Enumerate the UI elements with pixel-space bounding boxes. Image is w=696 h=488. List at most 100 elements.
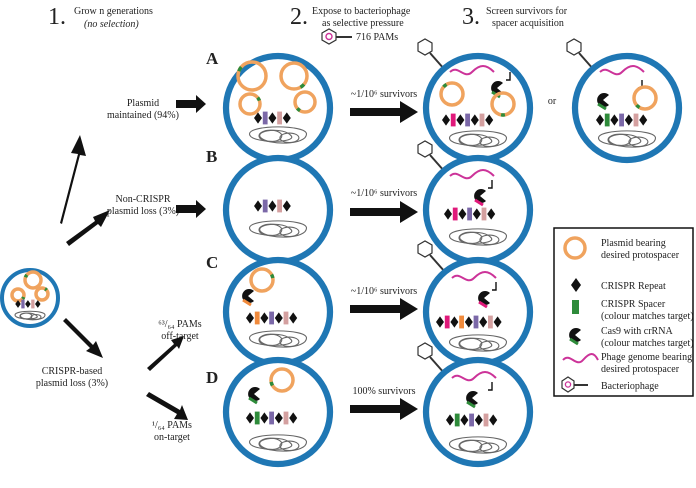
crispr-repeat bbox=[639, 114, 648, 126]
crispr-repeat bbox=[444, 208, 452, 220]
crispr-repeat bbox=[479, 316, 488, 328]
protospacer bbox=[269, 381, 275, 387]
crispr-repeat bbox=[260, 312, 269, 324]
chromosome-loop bbox=[458, 231, 483, 245]
crispr-loss-line1: CRISPR-based bbox=[42, 366, 103, 377]
crispr-repeat bbox=[456, 114, 465, 126]
rowD-survivor-arrow bbox=[350, 398, 418, 420]
step-2-number: 2. bbox=[290, 4, 308, 30]
cell-membrane bbox=[0, 268, 60, 328]
crispr-repeat bbox=[485, 114, 494, 126]
cleavage-mark bbox=[488, 180, 493, 189]
phage-genome bbox=[451, 371, 497, 382]
crrna bbox=[242, 298, 252, 307]
crispr-repeat bbox=[610, 114, 619, 126]
chromosome-loop bbox=[458, 337, 483, 351]
legend-spacer-icon bbox=[572, 300, 579, 314]
chromosome-loop bbox=[279, 440, 300, 452]
crispr-spacer bbox=[604, 113, 610, 127]
cas9-protein bbox=[474, 189, 486, 203]
cleavage-mark bbox=[488, 382, 493, 391]
rowB-label: B bbox=[206, 147, 217, 166]
rowB-result-cell bbox=[417, 140, 534, 266]
rowD-frac-line1: ¹/₆₄ PAMs bbox=[152, 420, 192, 431]
cleavage-mark bbox=[506, 72, 511, 81]
step-1-line1: Grow n generations bbox=[74, 6, 153, 17]
bacteriophage-head bbox=[566, 38, 582, 56]
step-3-number: 3. bbox=[462, 4, 480, 30]
crispr-spacer bbox=[444, 315, 450, 329]
crispr-spacer bbox=[473, 315, 479, 329]
cleavage-mark bbox=[492, 282, 497, 291]
crispr-spacer bbox=[277, 199, 282, 213]
cell-membrane bbox=[222, 356, 334, 468]
chromosome-loop bbox=[19, 312, 33, 320]
rowA-survivors: ~1/10⁶ survivors bbox=[351, 89, 418, 100]
crispr-repeat bbox=[246, 312, 254, 324]
crispr-spacer bbox=[269, 411, 274, 425]
rowA-result-cell-1 bbox=[417, 38, 534, 164]
arrow-to-crispr-loss bbox=[63, 318, 103, 358]
crispr-repeat bbox=[289, 412, 298, 424]
crispr-spacer bbox=[269, 311, 274, 325]
crispr-spacer bbox=[467, 207, 472, 221]
crispr-repeat bbox=[35, 300, 41, 308]
step-3-line2: spacer acquisition bbox=[492, 18, 564, 29]
chromosome-loop bbox=[279, 132, 300, 144]
protospacer bbox=[256, 96, 262, 102]
bacteriophage-head bbox=[417, 342, 433, 360]
arrow-into-C bbox=[147, 336, 184, 371]
plasmid bbox=[238, 92, 262, 116]
legend-plasmid-line1: Plasmid bearing bbox=[601, 238, 666, 249]
crispr-spacer bbox=[469, 413, 474, 427]
legend-plasmid-icon bbox=[563, 236, 587, 260]
crispr-repeat bbox=[254, 112, 262, 124]
crispr-spacer bbox=[479, 113, 485, 127]
plasmid bbox=[269, 367, 295, 393]
plasmid bbox=[34, 286, 50, 302]
step-2-pams: 716 PAMs bbox=[356, 32, 398, 43]
step-1-header: 1. Grow n generations (no selection) bbox=[48, 4, 153, 30]
step-2-header: 2. Expose to bacteriophage as selective … bbox=[290, 4, 411, 45]
crispr-spacer bbox=[483, 413, 489, 427]
crispr-repeat bbox=[474, 414, 483, 426]
rowA-label: A bbox=[206, 49, 219, 68]
row-entry-arrows bbox=[146, 95, 206, 420]
plasmid bbox=[439, 81, 465, 107]
crispr-repeat bbox=[442, 114, 450, 126]
crispr-spacer bbox=[488, 315, 493, 329]
protospacer bbox=[269, 273, 275, 279]
crispr-spacer bbox=[277, 111, 282, 125]
crispr-repeat bbox=[274, 412, 283, 424]
legend-plasmid-line2: desired protospacer bbox=[601, 250, 680, 261]
rowB-survivors: ~1/10⁶ survivors bbox=[351, 188, 418, 199]
cas9-protein bbox=[248, 387, 260, 401]
arrow-into-B bbox=[176, 200, 206, 218]
rowA-result-cell-2 bbox=[566, 38, 683, 164]
cell-membrane bbox=[571, 52, 683, 164]
crispr-repeat bbox=[487, 208, 496, 220]
crrna bbox=[478, 300, 488, 309]
rowC-label: C bbox=[206, 253, 218, 272]
bacteriophage-tail bbox=[429, 254, 446, 273]
rowA-outcome-line1: Plasmid bbox=[127, 98, 159, 109]
bacteriophage-head bbox=[417, 38, 433, 56]
survivor-arrows bbox=[350, 101, 418, 420]
crispr-repeat bbox=[289, 312, 298, 324]
arrow-into-D bbox=[146, 392, 188, 420]
chromosome-loop bbox=[258, 223, 283, 237]
cas9-protein bbox=[478, 291, 490, 305]
chromosome-loop bbox=[479, 234, 500, 246]
plasmid bbox=[632, 85, 658, 111]
protospacer bbox=[635, 103, 641, 110]
cell-membrane bbox=[222, 256, 334, 368]
step-1-number: 1. bbox=[48, 4, 66, 30]
phage-genome bbox=[449, 169, 495, 180]
legend-repeat: CRISPR Repeat bbox=[601, 281, 666, 292]
crispr-repeat bbox=[489, 414, 498, 426]
phage-genome bbox=[451, 271, 497, 282]
crispr-spacer bbox=[454, 413, 460, 427]
crispr-repeat bbox=[15, 300, 21, 308]
